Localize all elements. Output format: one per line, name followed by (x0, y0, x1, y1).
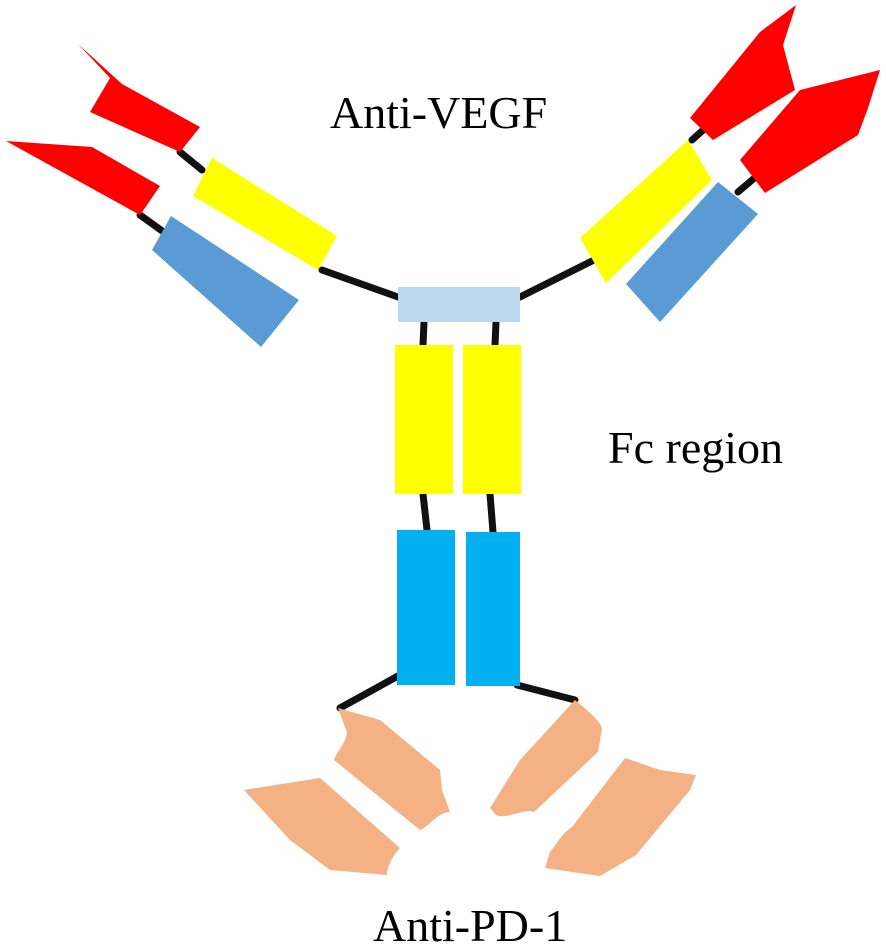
fc-region-label: Fc region (608, 422, 784, 473)
linker-left-upper (176, 148, 206, 174)
fc-ch3-left (397, 530, 455, 685)
right-vegf-tip-lower (740, 70, 880, 193)
linker-hinge-fc-left (419, 318, 428, 349)
fc-upper-domains (395, 345, 521, 494)
right-light-constant (626, 182, 758, 322)
left-fab-arm (6, 44, 337, 347)
fc-lower-domains (397, 530, 520, 686)
right-heavy-constant (580, 140, 712, 283)
left-pd1-lower-block (244, 778, 400, 875)
right-pd1-fragment (490, 700, 696, 876)
fc-ch2-right (463, 345, 521, 494)
anti-pd1-label: Anti-PD-1 (373, 900, 568, 951)
linker-right-arm-hinge (516, 254, 602, 301)
right-pd1-upper-block (490, 700, 602, 817)
fc-ch3-right (466, 532, 520, 686)
linker-left-lower (136, 211, 169, 237)
right-pd1-lower-block (545, 758, 696, 876)
linker-fc-mid-left (419, 490, 431, 534)
linkers (136, 118, 762, 712)
right-vegf-tip-upper (690, 5, 796, 140)
left-vegf-tip-lower (6, 141, 160, 215)
fc-ch2-left (395, 345, 453, 494)
linker-hinge-fc-right (491, 318, 500, 349)
linker-fc-pd1-left (336, 672, 402, 712)
right-fab-arm (580, 5, 880, 322)
left-vegf-tip-upper (78, 44, 200, 152)
anti-vegf-label: Anti-VEGF (330, 87, 548, 138)
left-pd1-upper-block (334, 708, 450, 830)
linker-left-arm-hinge (318, 266, 402, 301)
hinge-region (398, 287, 520, 322)
linker-fc-mid-right (486, 490, 497, 536)
left-heavy-constant (193, 158, 337, 270)
left-pd1-fragment (244, 708, 450, 875)
linker-fc-pd1-right (513, 681, 579, 704)
left-light-constant (152, 216, 299, 347)
